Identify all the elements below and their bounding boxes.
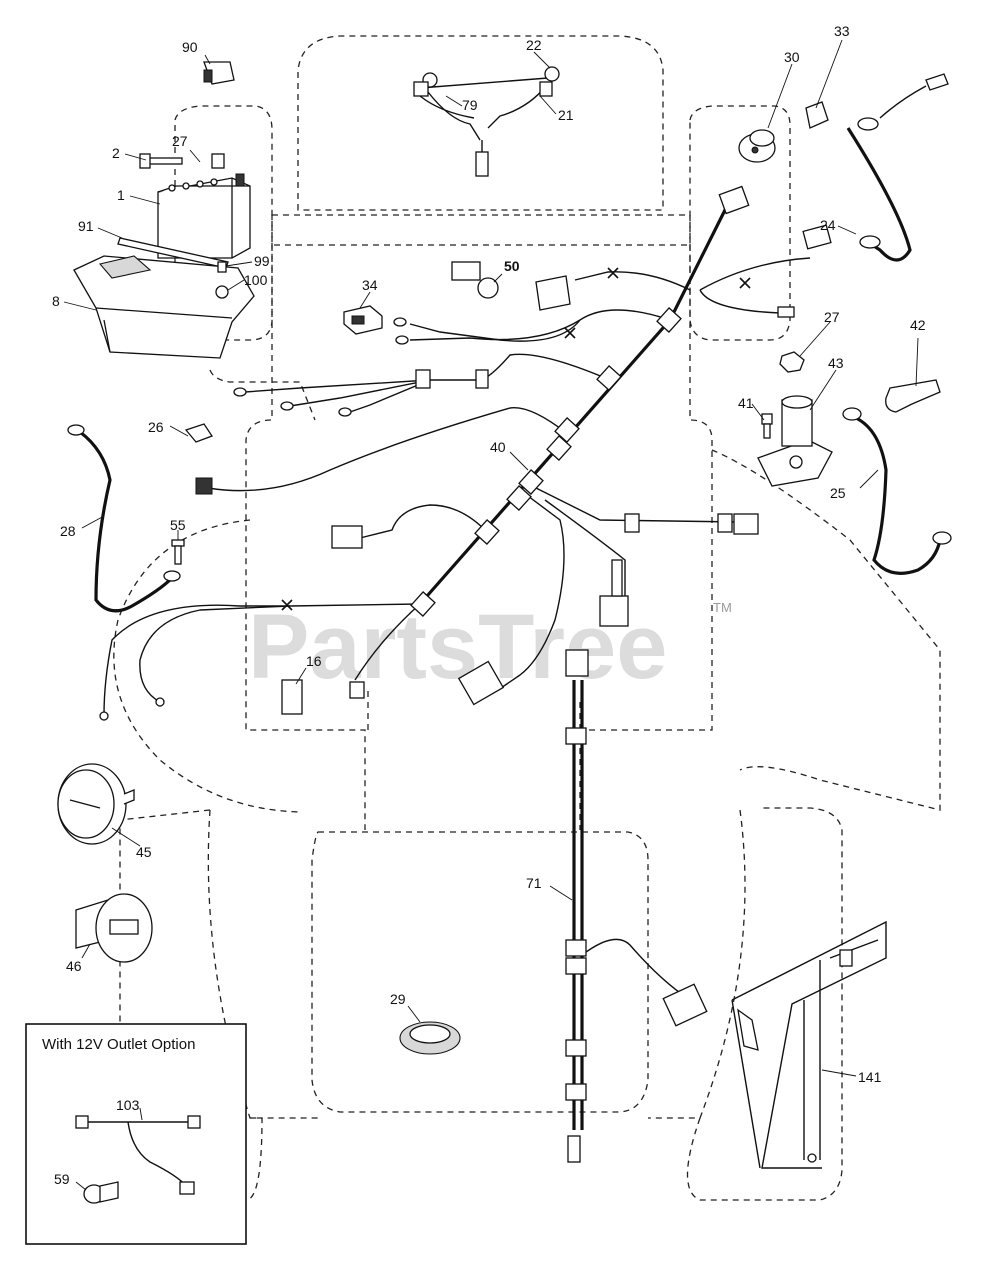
callout-43: 43 <box>828 355 844 371</box>
callout-100: 100 <box>244 272 268 288</box>
battery-terminal-cover <box>203 61 235 85</box>
callout-29: 29 <box>390 991 406 1007</box>
callout-26: 26 <box>148 419 164 435</box>
callout-1: 1 <box>117 187 125 203</box>
battery-cable-positive <box>846 73 949 262</box>
callout-59: 59 <box>54 1171 70 1187</box>
terminal-boot <box>885 379 941 413</box>
module <box>535 275 571 311</box>
starter-solenoid <box>757 395 833 487</box>
callout-46: 46 <box>66 958 82 974</box>
callout-24: 24 <box>820 217 836 233</box>
callout-27-top: 27 <box>172 133 188 149</box>
battery-cable-negative <box>842 407 952 575</box>
main-wiring-harness <box>99 185 832 721</box>
battery <box>157 173 251 259</box>
key-switch <box>451 261 499 299</box>
nut <box>779 351 805 373</box>
battery-bolt <box>139 153 225 169</box>
leader-lines <box>63 39 919 1191</box>
headlight-harness <box>413 66 560 177</box>
ignition-switch <box>738 129 776 163</box>
seat-pad <box>399 1021 461 1055</box>
callout-16: 16 <box>306 653 322 669</box>
battery-tray <box>73 255 255 359</box>
watermark: PartsTree TM <box>248 596 732 698</box>
inset-title: With 12V Outlet Option <box>42 1036 195 1053</box>
rear-wiring-harness <box>565 649 708 1163</box>
callout-30: 30 <box>784 49 800 65</box>
callout-99: 99 <box>254 253 270 269</box>
callout-42: 42 <box>910 317 926 333</box>
ground-bolt <box>171 539 185 565</box>
callout-labels: 90 27 2 1 91 99 100 8 22 79 21 30 33 24 … <box>52 23 926 1187</box>
solenoid-bolt <box>761 413 773 439</box>
hour-meter <box>75 893 153 963</box>
inset-12v-outlet: With 12V Outlet Option <box>25 1023 247 1245</box>
callout-79: 79 <box>462 97 478 113</box>
gauge <box>57 763 135 845</box>
callout-28: 28 <box>60 523 76 539</box>
watermark-trademark: TM <box>713 600 732 615</box>
seat-switch-bracket <box>731 920 887 1169</box>
callout-21: 21 <box>558 107 574 123</box>
callout-22: 22 <box>526 37 542 53</box>
tray-screws <box>215 261 229 299</box>
callout-27-right: 27 <box>824 309 840 325</box>
callout-2: 2 <box>112 145 120 161</box>
callout-40: 40 <box>490 439 506 455</box>
callout-71: 71 <box>526 875 542 891</box>
callout-91: 91 <box>78 218 94 234</box>
callout-8: 8 <box>52 293 60 309</box>
watermark-text: PartsTree <box>248 596 667 698</box>
ground-cable <box>67 424 181 613</box>
rocker-switch <box>343 305 383 335</box>
callout-41: 41 <box>738 395 754 411</box>
callout-34: 34 <box>362 277 378 293</box>
callout-141: 141 <box>858 1069 882 1085</box>
callout-50: 50 <box>504 258 520 274</box>
callout-55: 55 <box>170 517 186 533</box>
ignition-key <box>805 101 829 129</box>
callout-45: 45 <box>136 844 152 860</box>
callout-90: 90 <box>182 39 198 55</box>
callout-25: 25 <box>830 485 846 501</box>
outlet-receptacle <box>83 1181 119 1204</box>
fuse <box>184 423 213 443</box>
components <box>57 61 952 1169</box>
callout-33: 33 <box>834 23 850 39</box>
callout-103: 103 <box>116 1097 140 1113</box>
tractor-outline <box>113 35 941 1201</box>
